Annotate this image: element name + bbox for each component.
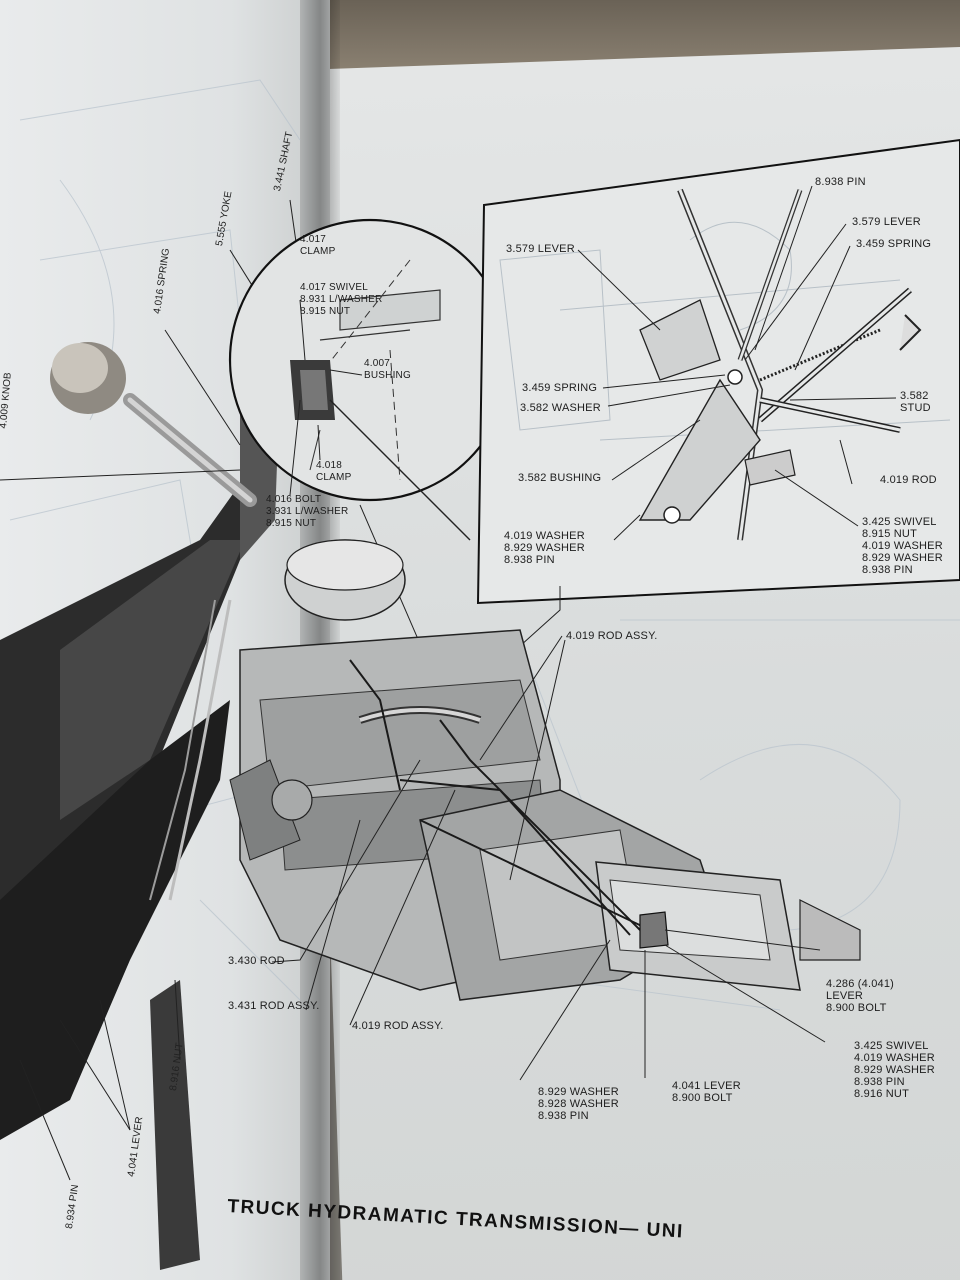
label-lever-right-rect: 3.579 LEVER [852,216,921,228]
label-washer-bottom-main: 8.929 WASHER 8.928 WASHER 8.938 PIN [538,1086,619,1122]
label-bolt-circle: 4.016 BOLT 3.931 L/WASHER 8.915 NUT [266,494,349,529]
label-rod-left: 3.430 ROD [228,955,285,967]
label-swivel-group-rect: 3.425 SWIVEL 8.915 NUT 4.019 WASHER 8.92… [862,516,943,576]
circle-inset [228,218,512,541]
label-bushing-circle: 4.007 BUSHING [364,358,411,381]
label-pin-top: 8.938 PIN [815,176,866,188]
label-stud-rect: 3.582 STUD [900,390,931,414]
main-drawing-leaders [271,635,826,1081]
left-page-leaders [0,199,301,1181]
selector-lever [639,911,669,949]
control-rods [349,659,651,936]
label-lever-left-rect: 3.579 LEVER [506,243,575,255]
label-spring-right-rect: 3.459 SPRING [856,238,932,250]
label-rod-assy-top: 4.019 ROD ASSY. [566,630,658,642]
steering-column-photo [0,342,280,1270]
label-lever-right-main: 4.286 (4.041) LEVER 8.900 BOLT [826,978,895,1014]
book-gutter-shadow [300,0,340,1280]
label-spring-left-rect: 3.459 SPRING [522,382,598,394]
rect-inset [476,138,960,605]
label-clamp-top: 4.017 CLAMP [300,234,336,257]
label-washer-group-rect: 4.019 WASHER 8.929 WASHER 8.938 PIN [504,530,585,566]
label-bushing-rect: 3.582 BUSHING [518,472,602,484]
engine-transmission-drawing [229,539,960,1011]
label-clamp-bottom: 4.018 CLAMP [316,460,352,483]
label-lever-bottom-main: 4.041 LEVER 8.900 BOLT [672,1080,741,1104]
label-swivel-circle: 4.017 SWIVEL 8.931 L/WASHER 8.915 NUT [300,282,383,317]
label-rod-rect: 4.019 ROD [880,474,937,486]
label-rod-assy-left: 3.431 ROD ASSY. [228,1000,320,1012]
rect-inset-leaders [459,185,897,701]
label-washer-left-rect: 3.582 WASHER [520,402,601,414]
label-swivel-right-main: 3.425 SWIVEL 4.019 WASHER 8.929 WASHER 8… [854,1040,935,1100]
label-rod-assy-bottom: 4.019 ROD ASSY. [352,1020,444,1032]
